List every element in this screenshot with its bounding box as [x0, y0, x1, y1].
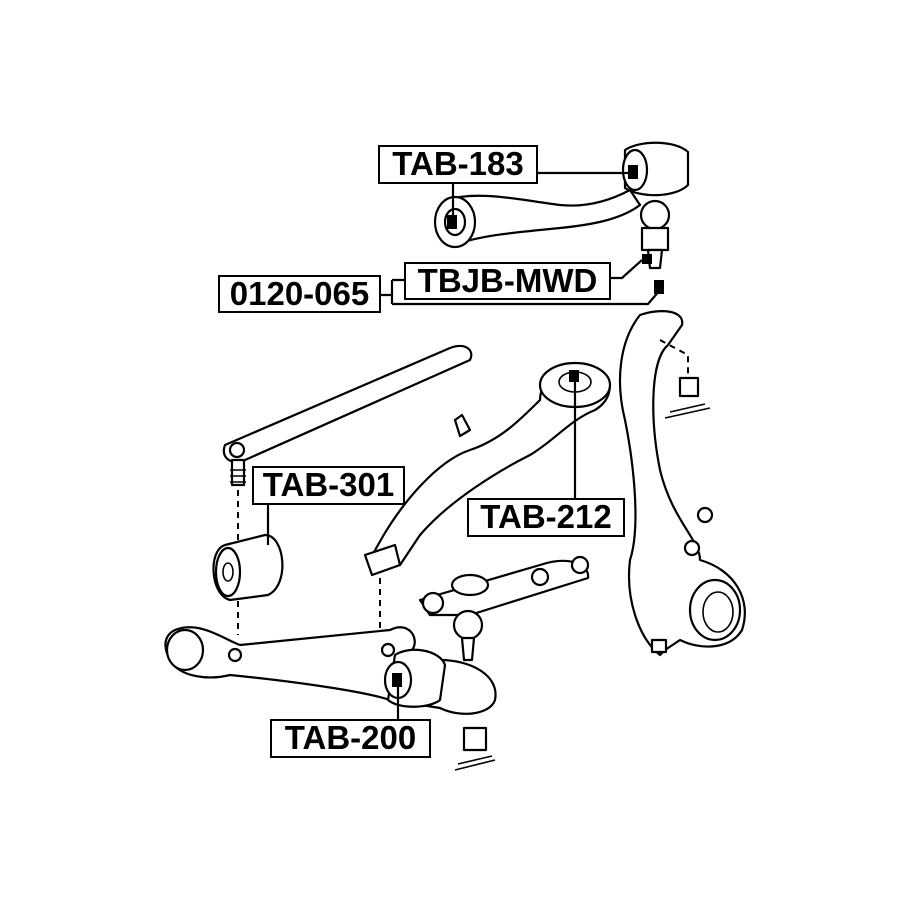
part-label-tab-212: TAB-212 [467, 498, 625, 537]
bushing-301 [212, 533, 284, 602]
part-label-tbjb-mwd: TBJB-MWD [404, 262, 611, 300]
leader-lines [266, 171, 661, 719]
upper-control-arm [433, 141, 690, 294]
steering-knuckle [618, 310, 746, 657]
part-label-0120-065: 0120-065 [218, 275, 381, 313]
lower-ball-joint-arm [418, 555, 590, 662]
part-label-tab-183: TAB-183 [378, 145, 538, 184]
nut-and-cotter-pin [454, 726, 496, 771]
bushing-marker [628, 165, 638, 179]
part-label-tab-200: TAB-200 [270, 719, 431, 758]
part-label-tab-301: TAB-301 [252, 466, 405, 505]
lower-front-arm [164, 626, 497, 715]
strut-rod [222, 344, 473, 635]
